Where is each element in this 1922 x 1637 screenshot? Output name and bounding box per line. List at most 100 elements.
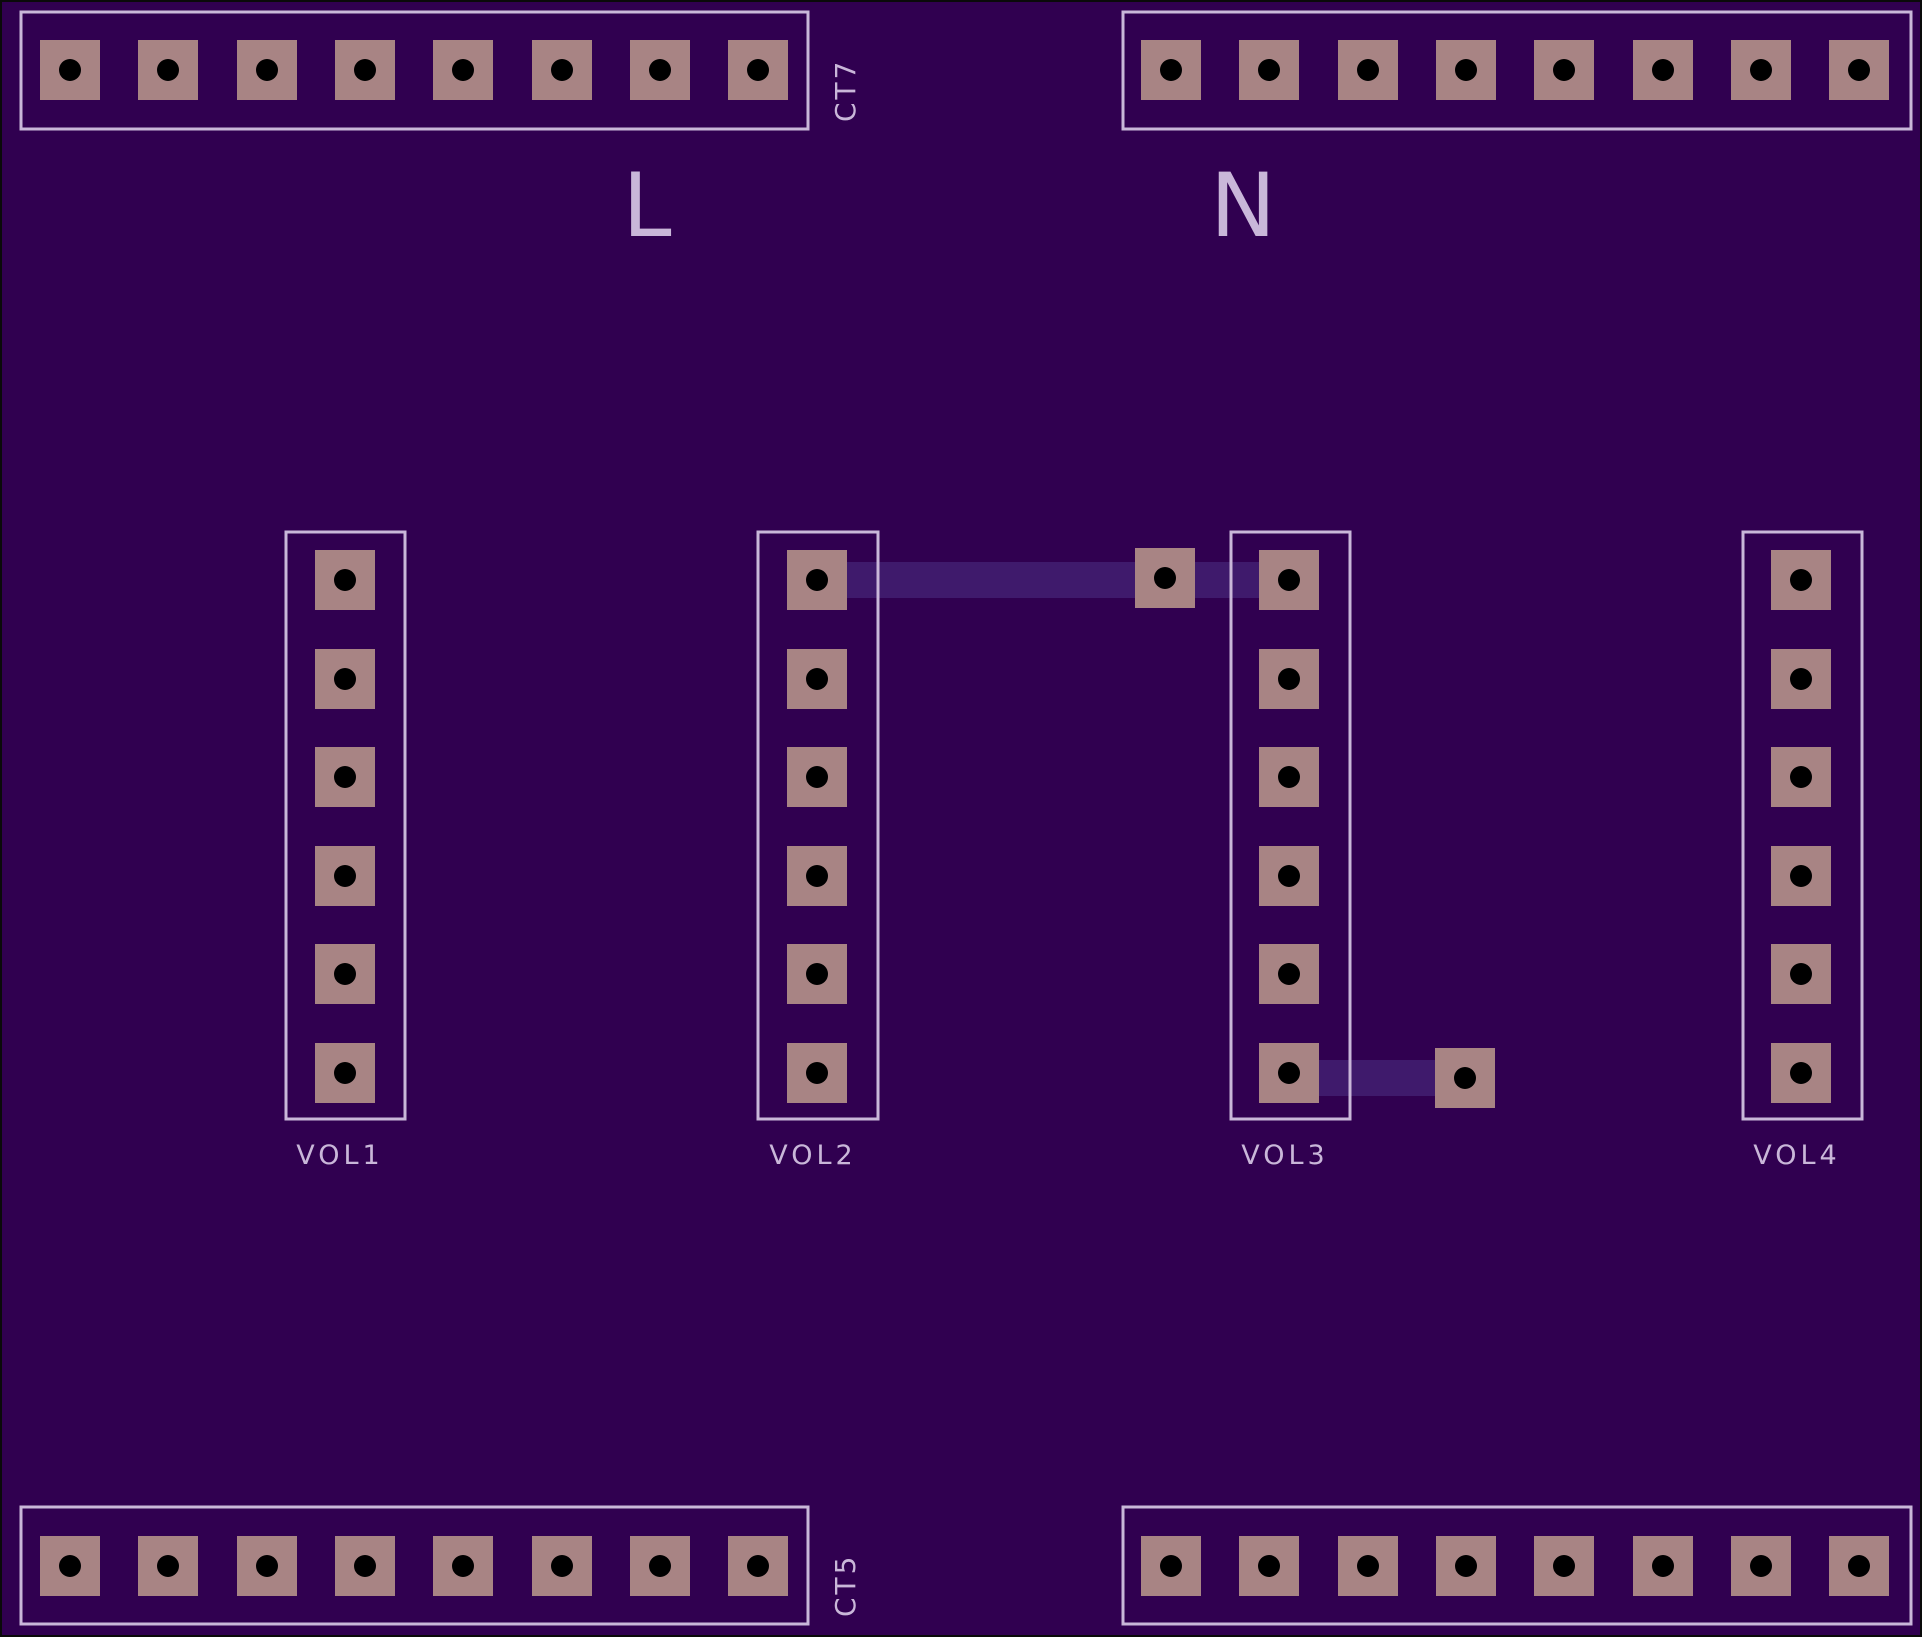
pad-drill-hole [806, 766, 828, 788]
pad-ct5-4 [335, 1536, 395, 1596]
pad-drill-hole [334, 963, 356, 985]
pad-drill-hole [747, 59, 769, 81]
pad-drill-hole [806, 865, 828, 887]
pad-drill-hole [1848, 1555, 1870, 1577]
pad-drill-hole [452, 1555, 474, 1577]
header-ct7-outline [19, 10, 810, 131]
pad-drill-hole [1455, 1555, 1477, 1577]
pad-drill-hole [59, 59, 81, 81]
pad-drill-hole [334, 1062, 356, 1084]
pad-vol4-3 [1771, 747, 1831, 807]
pad-drill-hole [256, 1555, 278, 1577]
pad-top-right-7 [1731, 40, 1791, 100]
pad-ct5-3 [237, 1536, 297, 1596]
pad-vol1-6 [315, 1043, 375, 1103]
pad-ct7-6 [532, 40, 592, 100]
pad-drill-hole [1790, 865, 1812, 887]
pad-vol4-4 [1771, 846, 1831, 906]
pad-ct5-1 [40, 1536, 100, 1596]
pad-drill-hole [1160, 1555, 1182, 1577]
pad-vol3-1 [1259, 550, 1319, 610]
pad-drill-hole [649, 1555, 671, 1577]
pad-layer [40, 40, 1889, 1596]
label-vol1: VOL1 [296, 1140, 383, 1171]
pad-drill-hole [1790, 668, 1812, 690]
pad-top-right-8 [1829, 40, 1889, 100]
pad-drill-hole [1553, 59, 1575, 81]
label-vol4: VOL4 [1753, 1140, 1840, 1171]
pad-ct5-7 [630, 1536, 690, 1596]
pad-bottom-right-5 [1534, 1536, 1594, 1596]
pad-drill-hole [1357, 1555, 1379, 1577]
pad-drill-hole [1357, 59, 1379, 81]
pad-drill-hole [256, 59, 278, 81]
pad-drill-hole [157, 59, 179, 81]
pad-vol3-5 [1259, 944, 1319, 1004]
pad-drill-hole [1278, 963, 1300, 985]
label-ct7: CT7 [829, 59, 862, 122]
pad-top-right-3 [1338, 40, 1398, 100]
pad-ct5-6 [532, 1536, 592, 1596]
pad-vol4-5 [1771, 944, 1831, 1004]
pad-drill-hole [1553, 1555, 1575, 1577]
pad-drill-hole [1652, 59, 1674, 81]
pad-bottom-right-8 [1829, 1536, 1889, 1596]
pad-vol2-4 [787, 846, 847, 906]
pad-drill-hole [551, 59, 573, 81]
pad-ct5-5 [433, 1536, 493, 1596]
pad-drill-hole [354, 59, 376, 81]
pad-ct7-7 [630, 40, 690, 100]
pad-drill-hole [1652, 1555, 1674, 1577]
pad-drill-hole [1750, 1555, 1772, 1577]
pad-vol3-3 [1259, 747, 1319, 807]
pad-drill-hole [1454, 1067, 1476, 1089]
pad-vol2-5 [787, 944, 847, 1004]
pad-extra-1 [1135, 548, 1195, 608]
pad-drill-hole [334, 766, 356, 788]
pad-ct5-2 [138, 1536, 198, 1596]
pad-drill-hole [1154, 567, 1176, 589]
pad-ct7-5 [433, 40, 493, 100]
pad-top-right-1 [1141, 40, 1201, 100]
pad-vol2-1 [787, 550, 847, 610]
vol3-outline [1229, 530, 1352, 1121]
pad-vol4-6 [1771, 1043, 1831, 1103]
pad-drill-hole [1258, 1555, 1280, 1577]
pad-ct7-3 [237, 40, 297, 100]
pad-vol3-4 [1259, 846, 1319, 906]
pad-drill-hole [1790, 963, 1812, 985]
label-ct5: CT5 [829, 1554, 862, 1617]
vol4-outline [1741, 530, 1864, 1121]
pad-vol4-2 [1771, 649, 1831, 709]
pad-drill-hole [806, 1062, 828, 1084]
pad-ct7-8 [728, 40, 788, 100]
pad-ct7-4 [335, 40, 395, 100]
pad-vol3-2 [1259, 649, 1319, 709]
pad-drill-hole [334, 569, 356, 591]
pad-vol2-6 [787, 1043, 847, 1103]
pad-vol1-2 [315, 649, 375, 709]
pad-drill-hole [1455, 59, 1477, 81]
pad-vol1-3 [315, 747, 375, 807]
pad-drill-hole [1278, 766, 1300, 788]
label-l: L [622, 154, 671, 257]
pad-drill-hole [1848, 59, 1870, 81]
pad-drill-hole [551, 1555, 573, 1577]
pad-drill-hole [806, 963, 828, 985]
pad-drill-hole [1750, 59, 1772, 81]
pad-drill-hole [59, 1555, 81, 1577]
pad-extra-2 [1435, 1048, 1495, 1108]
pad-drill-hole [1160, 59, 1182, 81]
pad-drill-hole [806, 569, 828, 591]
pad-ct5-8 [728, 1536, 788, 1596]
pad-drill-hole [334, 865, 356, 887]
pad-top-right-4 [1436, 40, 1496, 100]
label-vol3: VOL3 [1241, 1140, 1328, 1171]
pad-drill-hole [806, 668, 828, 690]
pad-drill-hole [1278, 865, 1300, 887]
pad-drill-hole [354, 1555, 376, 1577]
pad-bottom-right-2 [1239, 1536, 1299, 1596]
pad-top-right-2 [1239, 40, 1299, 100]
